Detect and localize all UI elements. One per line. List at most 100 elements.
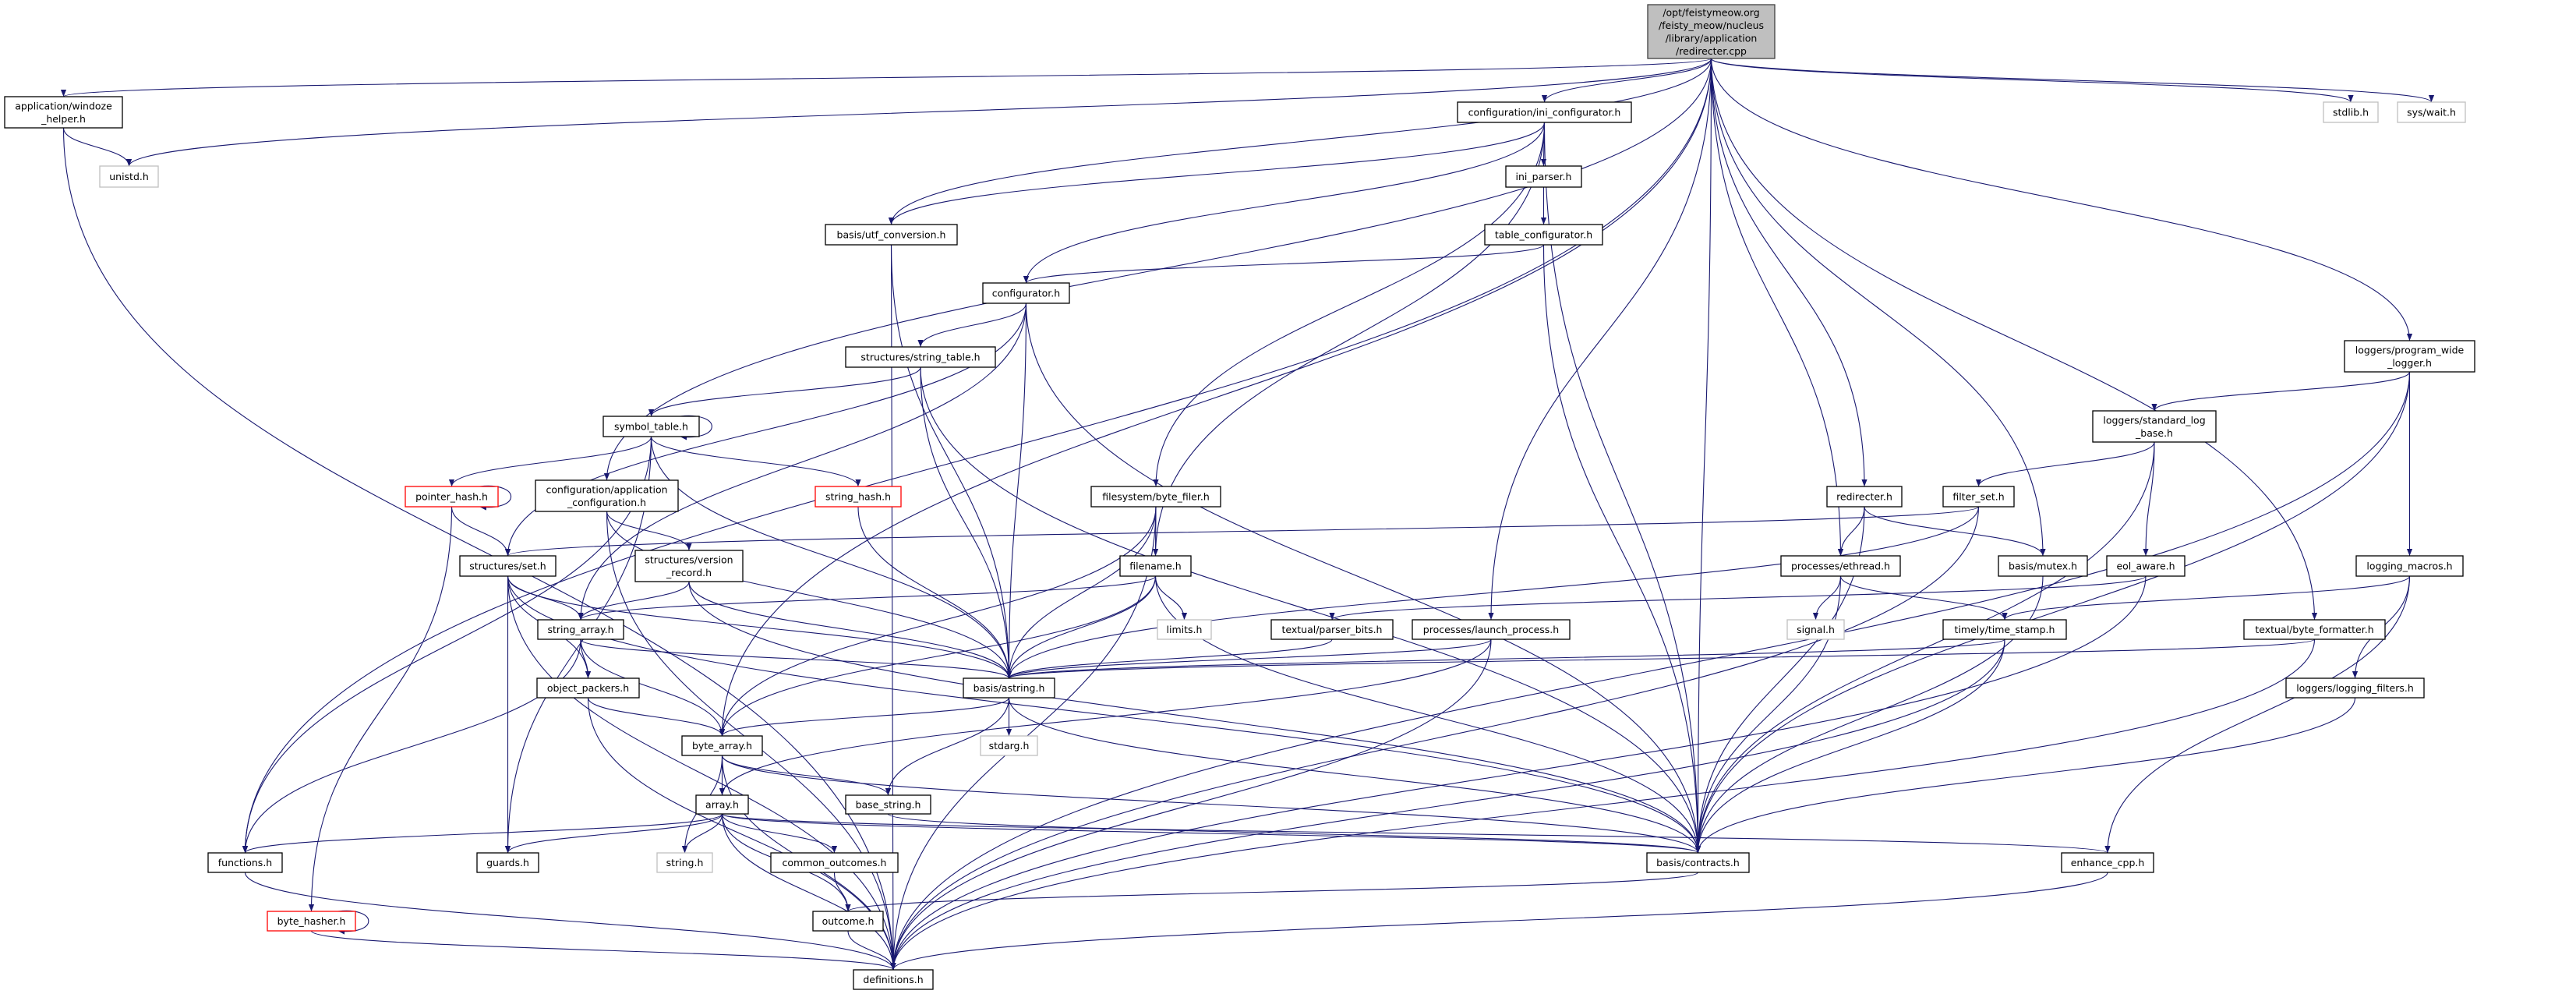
node-ini-parser-h[interactable]: ini_parser.h [1505,165,1582,188]
node-configuration-application-configuration-h[interactable]: configuration/application_configuration.… [535,479,679,512]
edge-opt-feistymeow-org-feisty-meow-nucleus-library-application-redirecter-cpp-to-sys-wait-h [1710,58,2434,103]
node-table-configurator-h[interactable]: table_configurator.h [1484,224,1603,246]
node-box [99,165,159,188]
node-basis-mutex-h[interactable]: basis/mutex.h [1998,555,2088,577]
node-box [2323,101,2379,123]
node-configuration-ini-configurator-h[interactable]: configuration/ini_configurator.h [1457,101,1632,123]
node-box [2106,555,2186,577]
edge-opt-feistymeow-org-feisty-meow-nucleus-library-application-redirecter-cpp-to-application-windoze-helper-h [61,58,1712,97]
edge-opt-feistymeow-org-feisty-meow-nucleus-library-application-redirecter-cpp-to-functions-h [242,58,1712,854]
node-byte-hasher-h[interactable]: byte_hasher.h [267,911,356,932]
node-base-string-h[interactable]: base_string.h [845,794,931,815]
node-timely-time-stamp-h[interactable]: timely/time_stamp.h [1942,619,2067,640]
node-string-hash-h[interactable]: string_hash.h [814,486,902,508]
node-configurator-h[interactable]: configurator.h [982,282,1070,304]
node-string-array-h[interactable]: string_array.h [537,619,624,640]
edge-pointer-hash-h-to-structures-set-h [451,506,511,557]
node-label: logging_macros.h [2366,561,2452,572]
node-structures-set-h[interactable]: structures/set.h [459,555,557,577]
node-box [535,479,679,512]
node-label: definitions.h [863,974,923,985]
edge-basis-astring-h-to-basis-contracts-h [1008,697,1701,854]
node-label: configuration/application [546,483,667,495]
edge-array-h-to-enhance-cpp-h [721,813,2110,854]
edge-basis-contracts-h-to-outcome-h [845,872,1699,912]
edge-timely-time-stamp-h-to-basis-contracts-h [1694,638,2005,854]
edge-filesystem-byte-filer-h-to-byte-array-h [719,506,1157,737]
edge-filter-set-h-to-definitions-h [890,506,1980,971]
node-box [602,416,700,437]
edge-basis-astring-h-to-base-string-h [885,697,1010,796]
node-label: string_hash.h [825,491,891,503]
node-label: /library/application [1666,32,1758,44]
node-eol-aware-h[interactable]: eol_aware.h [2106,555,2186,577]
node-redirecter-h[interactable]: redirecter.h [1826,486,1903,508]
node-label: loggers/standard_log [2103,414,2205,426]
node-loggers-program-wide-logger-h[interactable]: loggers/program_wide_logger.h [2344,340,2475,373]
edge-filename-h-to-limits-h [1154,575,1188,621]
edge-opt-feistymeow-org-feisty-meow-nucleus-library-application-redirecter-cpp-to-byte-array-h [719,58,1712,737]
edge-processes-ethread-h-to-basis-contracts-h [1694,575,1842,854]
edge-basis-utf-conversion-h-to-definitions-h [890,244,896,971]
node-textual-byte-formatter-h[interactable]: textual/byte_formatter.h [2243,619,2386,640]
node-label: application/windoze [15,100,112,111]
node-loggers-logging-filters-h[interactable]: loggers/logging_filters.h [2285,677,2425,699]
node-box [1826,486,1903,508]
node-outcome-h[interactable]: outcome.h [812,911,884,932]
node-pointer-hash-h[interactable]: pointer_hash.h [405,486,499,508]
node-opt-feistymeow-org-feisty-meow-nucleus-library-application-redirecter-cpp[interactable]: /opt/feistymeow.org/feisty_meow/nucleus/… [1647,4,1776,59]
node-filename-h[interactable]: filename.h [1119,555,1192,577]
node-symbol-table-h[interactable]: symbol_table.h [602,416,700,437]
edge-opt-feistymeow-org-feisty-meow-nucleus-library-application-redirecter-cpp-to-basis-mutex-h [1710,58,2046,557]
node-basis-contracts-h[interactable]: basis/contracts.h [1646,852,1750,873]
node-box [207,852,283,873]
node-box [2344,340,2475,373]
node-label: eol_aware.h [2116,561,2175,572]
edge-symbol-table-h-to-pointer-hash-h [448,436,652,487]
node-byte-array-h[interactable]: byte_array.h [681,735,763,756]
edge-configuration-application-configuration-h-to-structures-version-record-h [606,511,692,551]
node-textual-parser-bits-h[interactable]: textual/parser_bits.h [1270,619,1394,640]
edge-filter-set-h-to-basis-astring-h [1006,506,1980,679]
node-label: pointer_hash.h [415,491,488,503]
node-logging-macros-h[interactable]: logging_macros.h [2355,555,2464,577]
node-common-outcomes-h[interactable]: common_outcomes.h [770,852,899,873]
node-processes-ethread-h[interactable]: processes/ethread.h [1780,555,1901,577]
edge-string-array-h-to-basis-astring-h [580,638,1012,679]
edge-byte-array-h-to-base-string-h [721,755,892,796]
node-structures-version-record-h[interactable]: structures/version_record.h [634,550,744,582]
node-structures-string-table-h[interactable]: structures/string_table.h [845,346,996,368]
node-label: _helper.h [41,113,86,125]
node-basis-utf-conversion-h[interactable]: basis/utf_conversion.h [825,224,958,246]
edge-string-array-h-to-functions-h [242,638,581,854]
edge-structures-string-table-h-to-basis-contracts-h [920,366,1701,854]
node-enhance-cpp-h[interactable]: enhance_cpp.h [2061,852,2154,873]
node-box [1942,619,2067,640]
node-functions-h[interactable]: functions.h [207,852,283,873]
node-label: /redirecter.cpp [1676,45,1747,57]
node-basis-astring-h[interactable]: basis/astring.h [963,677,1055,699]
node-box [1412,619,1571,640]
node-signal-h: signal.h [1786,619,1845,640]
edge-loggers-standard-log-base-h-to-filter-set-h [1975,441,2155,487]
edge-opt-feistymeow-org-feisty-meow-nucleus-library-application-redirecter-cpp-to-textual-byte-formatter-h [1710,58,2318,621]
node-guards-h[interactable]: guards.h [476,852,539,873]
edge-symbol-table-h-to-guards-h [504,436,652,854]
node-label: string.h [666,857,704,868]
node-application-windoze-helper-h[interactable]: application/windoze _helper.h [4,96,123,129]
node-object-packers-h[interactable]: object_packers.h [536,677,640,699]
edge-symbol-table-h-to-functions-h [242,436,652,854]
node-label: _base.h [2135,427,2173,439]
node-box [1157,619,1212,640]
node-box [1646,852,1750,873]
node-label: configuration/ini_configurator.h [1468,107,1621,119]
edge-opt-feistymeow-org-feisty-meow-nucleus-library-application-redirecter-cpp-to-basis-utf-conversion-h [888,58,1712,225]
node-definitions-h[interactable]: definitions.h [853,969,934,990]
node-loggers-standard-log-base-h[interactable]: loggers/standard_log_base.h [2092,410,2217,443]
node-filter-set-h[interactable]: filter_set.h [1942,486,2015,508]
node-label: /opt/feistymeow.org [1663,6,1759,18]
node-array-h[interactable]: array.h [695,794,749,815]
node-processes-launch-process-h[interactable]: processes/launch_process.h [1412,619,1571,640]
node-filesystem-byte-filer-h[interactable]: filesystem/byte_filer.h [1090,486,1221,508]
